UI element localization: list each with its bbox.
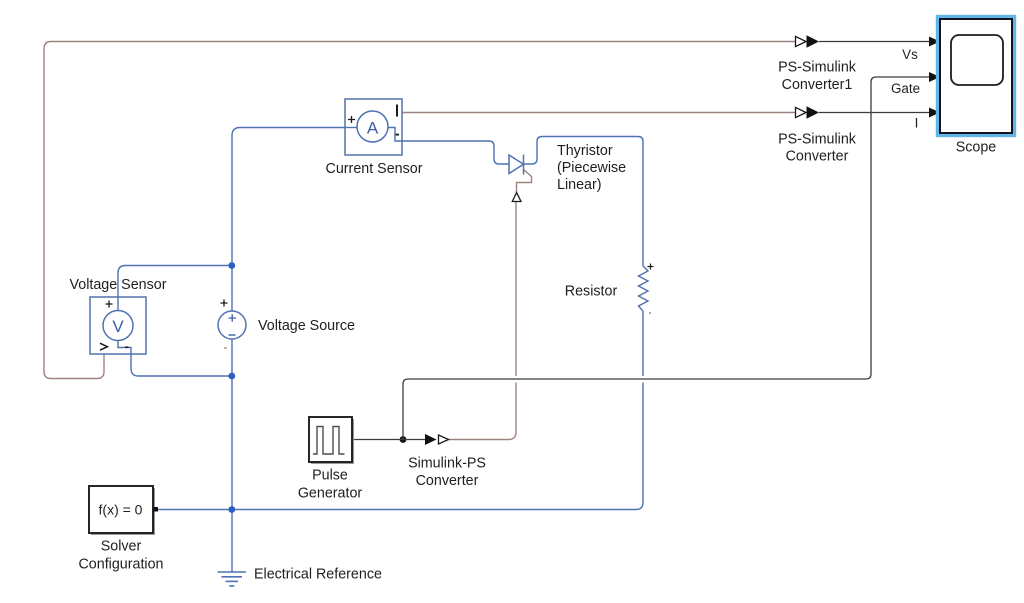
svg-text:Pulse: Pulse [312, 468, 348, 484]
svg-text:PS-Simulink: PS-Simulink [778, 132, 857, 148]
svg-text:A: A [367, 119, 379, 138]
svg-text:Electrical Reference: Electrical Reference [254, 567, 382, 583]
svg-text:Voltage Sensor: Voltage Sensor [70, 277, 167, 293]
svg-text:Linear): Linear) [557, 177, 602, 193]
svg-text:Simulink-PS: Simulink-PS [408, 456, 486, 472]
svg-text:Gate: Gate [891, 81, 920, 96]
svg-text:Thyristor: Thyristor [557, 143, 613, 159]
svg-text:Converter: Converter [416, 473, 479, 489]
svg-text:Scope: Scope [956, 140, 997, 156]
svg-text:PS-Simulink: PS-Simulink [778, 60, 857, 76]
svg-text:Voltage Source: Voltage Source [258, 318, 355, 334]
svg-text:Vs: Vs [902, 47, 918, 62]
svg-text:Current Sensor: Current Sensor [326, 161, 423, 177]
svg-text:Configuration: Configuration [78, 557, 163, 573]
svg-text:V: V [112, 317, 124, 336]
svg-text:I: I [915, 116, 919, 131]
svg-text:Resistor: Resistor [565, 284, 618, 300]
svg-text:Converter1: Converter1 [782, 77, 853, 93]
svg-text:(Piecewise: (Piecewise [557, 160, 626, 176]
svg-text:Solver: Solver [101, 539, 142, 555]
svg-text:Converter: Converter [786, 149, 849, 165]
svg-text:Generator: Generator [298, 486, 363, 502]
svg-text:f(x) = 0: f(x) = 0 [99, 502, 143, 518]
